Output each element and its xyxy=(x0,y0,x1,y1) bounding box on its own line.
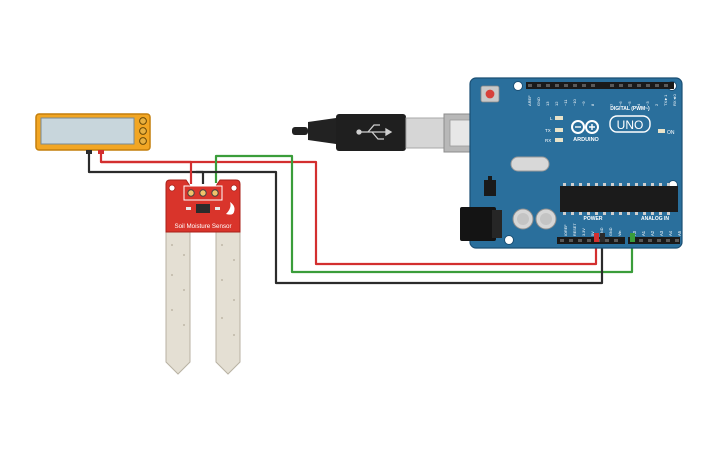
pin-label-a1: A1 xyxy=(641,230,646,236)
arduino-infinity-logo-icon xyxy=(571,120,599,134)
status-leds: L TX RX xyxy=(545,116,563,143)
led-label-l: L xyxy=(550,116,553,121)
multimeter-probe-black[interactable] xyxy=(86,150,92,154)
digital-pins xyxy=(528,84,668,87)
pin-label-gnd-2: GND xyxy=(609,227,613,236)
usb-plug-metal xyxy=(405,117,445,149)
pin-label-5: ~5 xyxy=(627,101,632,106)
digital-pin-labels: AREF GND 13 12 ~11 ~10 ~9 8 7 ~6 ~5 4 ~3… xyxy=(527,93,677,106)
voltage-regulator xyxy=(484,180,496,196)
pin-label-gnd-1: GND xyxy=(600,227,604,236)
uno-text: UNO xyxy=(617,118,644,132)
chip-pins-top xyxy=(563,183,670,186)
pin-label-9: ~9 xyxy=(581,101,586,106)
pin-label-4: 4 xyxy=(636,103,641,106)
usb-icon xyxy=(356,124,393,140)
multimeter-probe-red[interactable] xyxy=(98,150,104,154)
analog-header xyxy=(628,237,680,244)
pin-label-0: RX◄0 xyxy=(672,93,677,106)
on-led xyxy=(658,129,665,133)
pin-label-2: 2 xyxy=(654,103,659,106)
pin-label-5v: 5V xyxy=(591,231,595,236)
pin-label-11: ~11 xyxy=(563,99,568,106)
wire-black-sensor[interactable] xyxy=(196,170,205,184)
led-label-rx: RX xyxy=(545,138,551,143)
multimeter-mode-knob-a[interactable] xyxy=(139,117,147,125)
sensor-prong-left xyxy=(165,227,191,375)
wires xyxy=(87,152,634,285)
wire-black-gnd[interactable] xyxy=(87,152,604,285)
wire-green-a0[interactable] xyxy=(214,154,634,274)
sensor-pin-gnd[interactable] xyxy=(199,189,207,197)
power-header-label: POWER xyxy=(584,216,603,222)
microcontroller-chip xyxy=(560,186,678,212)
analog-header-label: ANALOG IN xyxy=(641,216,669,222)
digital-header xyxy=(526,82,674,89)
pin-label-a4: A4 xyxy=(668,230,673,236)
sensor-chip xyxy=(196,204,210,213)
pin-label-12: 12 xyxy=(554,101,559,106)
wire-red-5v[interactable] xyxy=(99,152,598,266)
chip-pins-bottom xyxy=(563,212,670,215)
sensor-label: Soil Moisture Sensor xyxy=(174,223,231,230)
sensor-pin-sig[interactable] xyxy=(211,189,219,197)
pin-label-ioref: IOREF xyxy=(564,224,568,236)
pin-label-10: ~10 xyxy=(572,98,577,106)
arduino-uno[interactable]: AREF GND 13 12 ~11 ~10 ~9 8 7 ~6 ~5 4 ~3… xyxy=(460,77,683,249)
crystal-oscillator xyxy=(510,156,550,172)
multimeter-display xyxy=(40,117,135,145)
pin-label-1: TX►1 xyxy=(663,94,668,106)
pin-label-8: 8 xyxy=(590,103,595,106)
pin-label-vin: Vin xyxy=(618,231,622,236)
pin-label-reset: RESET xyxy=(573,223,577,236)
pin-label-gnd: GND xyxy=(536,97,541,106)
arduino-logo-text: ARDUINO xyxy=(573,137,599,143)
pin-label-3v3: 3.3V xyxy=(582,228,586,236)
wire-endpoints xyxy=(594,233,635,242)
pin-label-aref: AREF xyxy=(527,95,532,106)
pin-label-a2: A2 xyxy=(650,230,655,236)
on-label: ON xyxy=(667,130,675,136)
multimeter-mode-knob-ohm[interactable] xyxy=(139,137,147,145)
pin-label-3: ~3 xyxy=(645,101,650,106)
pin-label-6: ~6 xyxy=(618,101,623,106)
soil-moisture-sensor[interactable]: Soil Moisture Sensor xyxy=(165,179,241,375)
sensor-pin-vcc[interactable] xyxy=(187,189,195,197)
uno-badge xyxy=(609,115,651,133)
multimeter[interactable] xyxy=(35,113,151,154)
led-label-tx: TX xyxy=(545,128,551,133)
sparkfun-logo-icon xyxy=(226,202,235,215)
digital-header-label: DIGITAL (PWM~) xyxy=(610,106,650,112)
sensor-prong-right xyxy=(215,227,241,375)
wire-red-sensor[interactable] xyxy=(101,160,193,184)
power-pin-labels: IOREF RESET 3.3V 5V GND GND Vin xyxy=(564,223,622,236)
pin-label-7: 7 xyxy=(609,103,614,106)
dc-power-jack[interactable] xyxy=(460,207,496,241)
pin-label-a5: A5 xyxy=(677,230,682,236)
pin-label-13: 13 xyxy=(545,101,550,106)
pin-label-a3: A3 xyxy=(659,230,664,236)
multimeter-mode-knob-v[interactable] xyxy=(139,127,147,135)
